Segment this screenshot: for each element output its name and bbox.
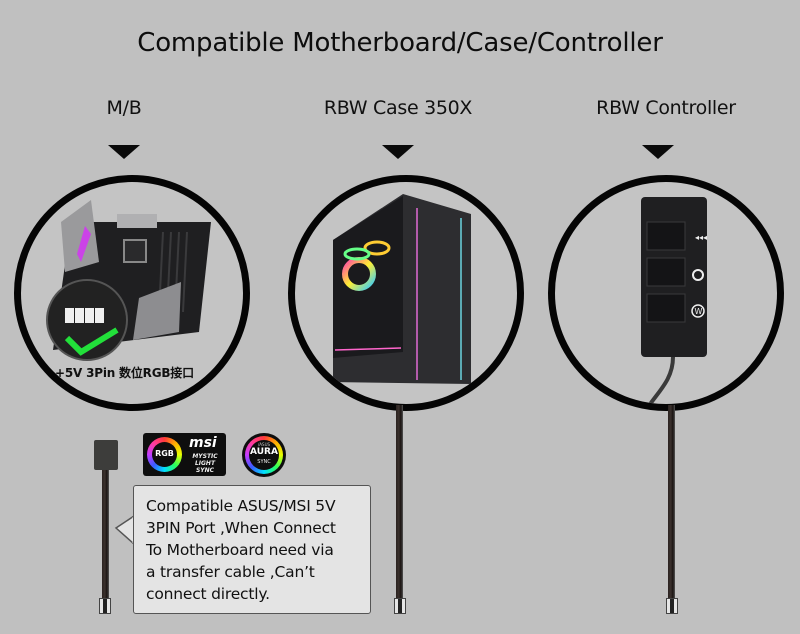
rgb-strip (77, 226, 91, 262)
rgb-fan (363, 240, 391, 256)
case-glass-panel (333, 196, 403, 358)
label-case: RBW Case 350X (323, 97, 473, 119)
msi-mystic-light-badge: RGB msi MYSTIC LIGHT SYNC (143, 433, 226, 476)
note-line: 3PIN Port ,When Connect (146, 519, 336, 537)
controller-button-1 (646, 221, 686, 251)
rgb-controller-image: ◂◂◂ W (641, 197, 707, 404)
down-arrow-icon (382, 145, 414, 159)
transfer-cable (102, 470, 109, 598)
rgb-header-pins (65, 308, 104, 323)
motherboard-image (46, 200, 211, 361)
page-title: Compatible Motherboard/Case/Controller (137, 28, 663, 58)
speed-icon: ◂◂◂ (695, 233, 707, 242)
sync-label: SYNC (257, 459, 271, 465)
note-line: a transfer cable ,Can’t (146, 563, 315, 581)
controller-cable (647, 356, 675, 404)
msi-logo: msi (189, 435, 217, 451)
cpu-socket (123, 239, 147, 263)
asus-logo: /ASUS (257, 442, 271, 447)
note-line: connect directly. (146, 585, 270, 603)
rgb-fan (343, 247, 371, 261)
compatibility-note: Compatible ASUS/MSI 5V 3PIN Port ,When C… (133, 485, 371, 614)
motherboard-circle (14, 175, 250, 411)
rgb-strip (334, 347, 402, 351)
controller-cable (668, 405, 675, 598)
mystic-light-sync-label: MYSTIC LIGHT SYNC (192, 453, 218, 474)
label-controller: RBW Controller (596, 97, 736, 119)
cable-plug (666, 598, 678, 614)
aura-label: AURA (250, 447, 278, 457)
note-line: Compatible ASUS/MSI 5V (146, 497, 336, 515)
note-line: To Motherboard need via (146, 541, 334, 559)
motherboard-heatsink-top (117, 214, 157, 228)
asus-aura-sync-badge: /ASUS AURA SYNC (242, 433, 286, 477)
mode-icon-glyph: W (695, 307, 703, 316)
check-icon (64, 327, 119, 356)
power-icon (692, 269, 704, 281)
controller-button-3 (646, 293, 686, 323)
transfer-cable-connector (94, 440, 118, 470)
label-motherboard: M/B (106, 97, 142, 119)
rgb-label: RGB (155, 449, 174, 458)
down-arrow-icon (108, 145, 140, 159)
controller-button-2 (646, 257, 686, 287)
case-cable (396, 405, 403, 598)
chipset-cover (133, 282, 181, 340)
cable-plug (99, 598, 111, 614)
case-circle (288, 175, 524, 411)
controller-circle: ◂◂◂ W (548, 175, 784, 411)
mode-icon (691, 304, 705, 318)
motherboard-heatsink (61, 200, 99, 272)
cable-plug (394, 598, 406, 614)
down-arrow-icon (642, 145, 674, 159)
motherboard-caption: +5V 3Pin 数位RGB接口 (55, 366, 194, 380)
pc-case-image (333, 194, 471, 384)
